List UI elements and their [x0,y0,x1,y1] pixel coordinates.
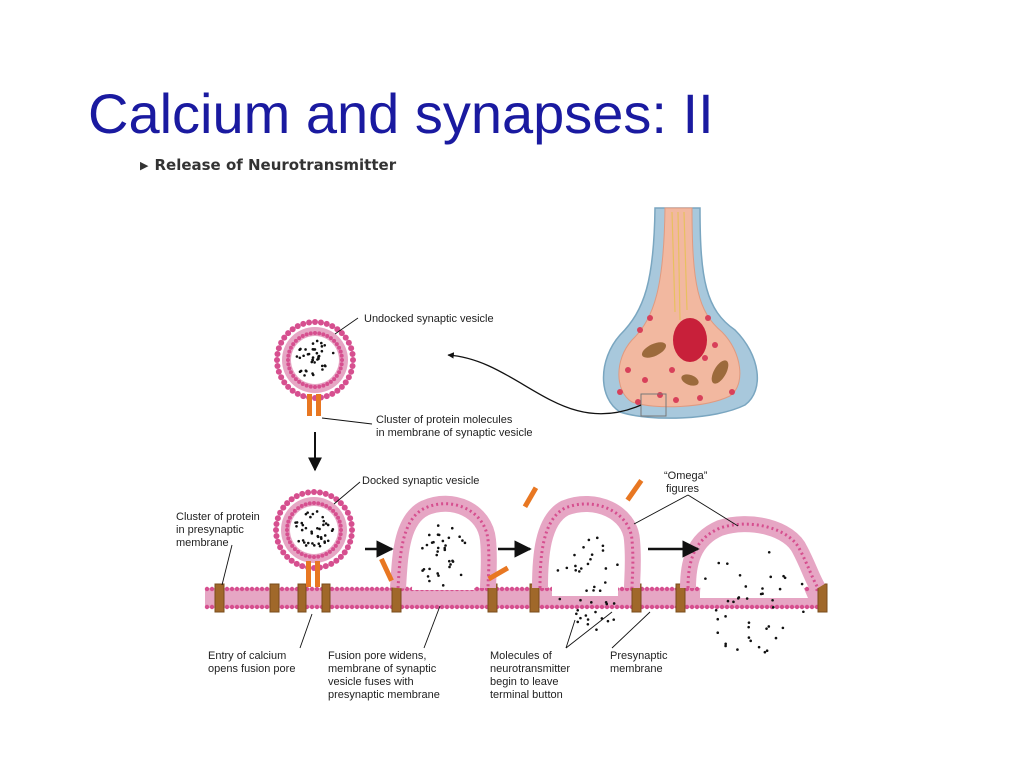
calcium-channel [306,561,311,587]
calcium-channel [315,561,320,587]
subtitle-text: Release of Neurotransmitter [154,156,397,174]
label-omega-figures: “Omega” figures [664,470,710,495]
label-molecules-leave: Molecules of neurotransmitter begin to l… [490,650,573,701]
presynaptic-membrane [204,583,828,613]
vesicle-protein-cluster [307,394,312,416]
label-presynaptic-protein-cluster: Cluster of protein in presynaptic membra… [176,511,263,549]
terminal-button-illustration [447,207,759,419]
label-undocked-vesicle: Undocked synaptic vesicle [364,313,494,325]
docked-synaptic-vesicle [273,489,355,587]
diagram-subtitle: ▶ Release of Neurotransmitter [140,156,396,174]
label-docked-vesicle: Docked synaptic vesicle [362,475,479,487]
play-triangle-icon: ▶ [140,159,149,172]
neurotransmitter-molecules [294,510,335,548]
fusing-vesicle [390,495,497,590]
label-calcium-entry: Entry of calcium opens fusion pore [208,650,295,675]
released-protein-fragments [379,479,644,582]
label-fusion-pore: Fusion pore widens, membrane of synaptic… [328,650,440,701]
label-presynaptic-membrane: Presynaptic membrane [610,650,671,675]
slide-title: Calcium and synapses: II [88,82,714,145]
omega-figure-1 [532,496,641,631]
leader-lines [221,317,739,649]
omega-figure-2 [680,516,825,654]
vesicle-protein-cluster [316,394,321,416]
undocked-synaptic-vesicle [274,319,356,416]
neurotransmitter-molecules [295,339,335,377]
label-vesicle-protein-cluster: Cluster of protein molecules in membrane… [376,414,533,439]
